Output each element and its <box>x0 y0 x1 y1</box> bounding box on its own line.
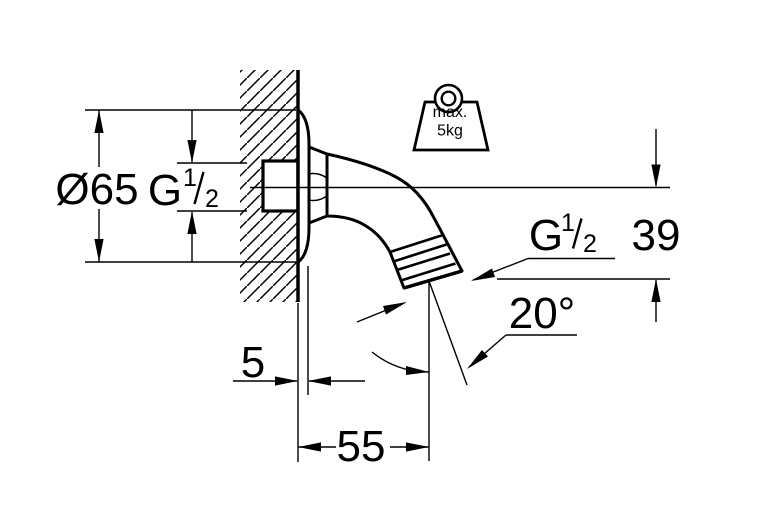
wall-offset-label: 5 <box>241 338 265 387</box>
dim-inlet-thread: G 1 2 <box>148 110 247 262</box>
dimension-arrow <box>308 376 331 386</box>
inlet-thread-numerator: 1 <box>183 164 197 192</box>
dimension-arrow <box>406 442 429 452</box>
dimension-arrow <box>187 211 197 234</box>
max-load-icon: max. 5kg <box>412 83 490 152</box>
max-load-prefix: max. <box>433 104 468 121</box>
thread-band <box>389 233 444 254</box>
opposing-leader-arrow <box>383 302 407 315</box>
angled-axis-line <box>428 280 468 386</box>
outlet-threads <box>389 233 463 290</box>
wall-flange <box>296 108 311 264</box>
outlet-end-face <box>403 269 463 290</box>
dimension-arrow <box>187 140 197 163</box>
leader-arrow <box>471 268 495 281</box>
inlet-thread-denominator: 2 <box>205 185 219 213</box>
dimension-arrow <box>298 442 321 452</box>
fraction-slash <box>571 218 583 249</box>
dim-drop-height: 39 <box>497 129 680 322</box>
weight-ring-inner <box>440 90 457 107</box>
thread-band <box>396 252 451 272</box>
outlet-thread-denominator: 2 <box>583 230 597 258</box>
dimension-arrow <box>275 376 298 386</box>
drop-height-label: 39 <box>632 211 681 260</box>
thread-band <box>400 262 456 282</box>
max-load-value: 5kg <box>437 123 463 140</box>
outlet-thread-label-g: G <box>529 211 563 260</box>
hex-facet-line-bottom <box>308 195 328 202</box>
hex-facet-line-top <box>308 172 328 179</box>
dim-outlet-angle: 20° <box>371 280 577 461</box>
dimension-arrow <box>94 110 104 133</box>
outlet-thread-numerator: 1 <box>561 209 575 237</box>
outlet-angle-label: 20° <box>509 289 576 338</box>
swing-arc <box>371 351 430 373</box>
inlet-thread-label-g: G <box>148 166 182 215</box>
inlet-pipe <box>261 159 300 213</box>
hex-nut <box>307 145 329 225</box>
dim-projection: 55 <box>298 422 429 471</box>
dimension-arrow <box>651 279 661 302</box>
dim-flange-diameter: Ø65 <box>55 109 296 263</box>
dimension-arrow <box>651 164 661 188</box>
arc-arrow <box>406 366 429 375</box>
projection-label: 55 <box>337 422 386 471</box>
flange-diameter-label: Ø65 <box>55 165 138 214</box>
thread-band <box>393 243 447 263</box>
fraction-slash <box>193 171 205 205</box>
dim-outlet-thread: G 1 2 <box>356 209 615 323</box>
dimension-arrow <box>94 239 104 262</box>
leader-arrow <box>467 350 488 369</box>
dim-wall-offset: 5 <box>233 266 365 462</box>
